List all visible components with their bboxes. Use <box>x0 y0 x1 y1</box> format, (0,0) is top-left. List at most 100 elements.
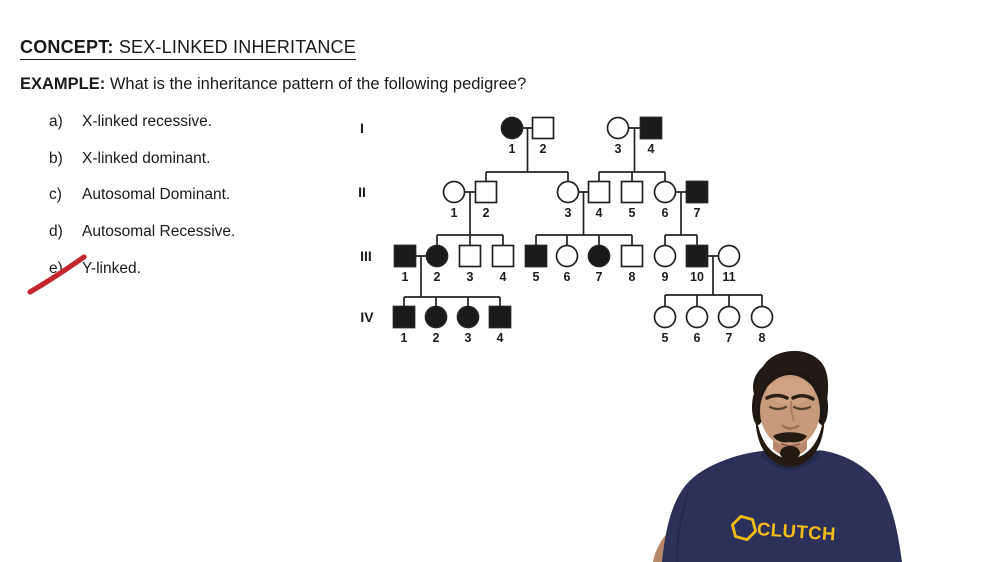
forehead-highlight <box>766 378 814 404</box>
pedigree-individual-II-1 <box>442 180 466 204</box>
option-a: a) X-linked recessive. <box>49 112 212 131</box>
pedigree-individual-I-4 <box>639 116 663 140</box>
red-strike-mark <box>27 254 87 295</box>
pedigree-number-III-10: 10 <box>690 270 704 284</box>
shirt-seam <box>676 492 689 562</box>
pedigree-number-II-7: 7 <box>694 206 701 220</box>
option-e: e) Y-linked. <box>49 259 141 278</box>
pedigree-individual-IV-4 <box>488 305 512 329</box>
pedigree-individual-II-3 <box>556 180 580 204</box>
pedigree-number-IV-2: 2 <box>433 331 440 345</box>
pedigree-number-II-6: 6 <box>662 206 669 220</box>
jaw-beard <box>755 409 825 467</box>
red-strike-stroke <box>27 254 87 295</box>
pedigree-number-III-5: 5 <box>533 270 540 284</box>
pedigree-number-IV-8: 8 <box>759 331 766 345</box>
pedigree-number-I-1: 1 <box>509 142 516 156</box>
instructor-webcam: CLUTCH <box>653 350 902 562</box>
option-c-text: Autosomal Dominant. <box>82 186 231 203</box>
option-e-text: Y-linked. <box>82 260 141 277</box>
option-a-text: X-linked recessive. <box>82 113 213 130</box>
pedigree-individual-IV-3 <box>456 305 480 329</box>
pedigree-individual-IV-7 <box>717 305 741 329</box>
generation-label-IV: IV <box>360 309 374 325</box>
option-d-letter: d) <box>49 223 63 240</box>
mustache <box>773 432 807 443</box>
closed-eye-left <box>768 405 788 411</box>
pedigree-number-III-2: 2 <box>434 270 441 284</box>
instructor-shirt <box>662 450 902 562</box>
pedigree-number-I-3: 3 <box>615 142 622 156</box>
pedigree-individual-II-6 <box>653 180 677 204</box>
pedigree-individual-I-2 <box>531 116 555 140</box>
generation-label-III: III <box>360 248 372 264</box>
concept-label: CONCEPT: <box>20 37 114 57</box>
pedigree-number-II-2: 2 <box>483 206 490 220</box>
pedigree-individual-III-9 <box>653 244 677 268</box>
concept-title: SEX-LINKED INHERITANCE <box>118 37 356 57</box>
pedigree-individual-III-5 <box>524 244 548 268</box>
concept-underline: CONCEPT: SEX-LINKED INHERITANCE <box>20 37 356 60</box>
pedigree-individual-III-8 <box>620 244 644 268</box>
pedigree-individual-II-7 <box>685 180 709 204</box>
option-d: d) Autosomal Recessive. <box>49 222 235 241</box>
pedigree-individual-III-3 <box>458 244 482 268</box>
option-b: b) X-linked dominant. <box>49 149 210 168</box>
clutch-hexagon-icon <box>731 515 757 541</box>
pedigree-individual-III-11 <box>717 244 741 268</box>
option-a-letter: a) <box>49 113 63 130</box>
pedigree-individual-III-10 <box>685 244 709 268</box>
pedigree-individual-III-6 <box>555 244 579 268</box>
example-question: EXAMPLE: What is the inheritance pattern… <box>20 75 526 94</box>
pedigree-individual-I-3 <box>606 116 630 140</box>
example-question-text: What is the inheritance pattern of the f… <box>109 75 527 93</box>
eyebrow-right <box>791 394 815 401</box>
pedigree-individual-III-7 <box>587 244 611 268</box>
pedigree-individual-IV-1 <box>392 305 416 329</box>
pedigree-number-II-5: 5 <box>629 206 636 220</box>
pedigree-individual-III-2 <box>425 244 449 268</box>
pedigree-individual-I-1 <box>500 116 524 140</box>
pedigree-individual-II-5 <box>620 180 644 204</box>
option-c: c) Autosomal Dominant. <box>49 185 230 204</box>
pedigree-number-III-11: 11 <box>722 270 735 284</box>
option-b-text: X-linked dominant. <box>82 150 211 167</box>
pedigree-number-II-3: 3 <box>565 206 572 220</box>
pedigree-number-III-9: 9 <box>662 270 669 284</box>
lips <box>781 443 800 447</box>
pedigree-number-III-3: 3 <box>467 270 474 284</box>
pedigree-number-IV-1: 1 <box>401 331 408 345</box>
pedigree-number-IV-5: 5 <box>662 331 669 345</box>
pedigree-number-III-7: 7 <box>596 270 603 284</box>
instructor-hair-front <box>754 350 829 415</box>
pedigree-individual-IV-6 <box>685 305 709 329</box>
pedigree-number-II-1: 1 <box>451 206 458 220</box>
generation-label-I: I <box>360 120 364 136</box>
pedigree-number-III-1: 1 <box>402 270 409 284</box>
pedigree-number-IV-7: 7 <box>726 331 733 345</box>
pedigree-individual-IV-8 <box>750 305 774 329</box>
pedigree-number-IV-6: 6 <box>694 331 701 345</box>
pedigree-individual-IV-2 <box>424 305 448 329</box>
closed-eye-right <box>792 405 812 411</box>
pedigree-number-I-4: 4 <box>648 142 655 156</box>
pedigree-number-III-6: 6 <box>564 270 571 284</box>
pedigree-individual-II-2 <box>474 180 498 204</box>
eyebrow-left <box>765 393 789 400</box>
pedigree-individual-IV-5 <box>653 305 677 329</box>
option-b-letter: b) <box>49 150 63 167</box>
pedigree-individual-III-1 <box>393 244 417 268</box>
chin-beard <box>780 446 800 460</box>
option-c-letter: c) <box>49 186 62 203</box>
concept-heading: CONCEPT: SEX-LINKED INHERITANCE <box>20 37 356 60</box>
nose-base <box>781 424 800 430</box>
pedigree-individual-III-4 <box>491 244 515 268</box>
pedigree-number-III-4: 4 <box>500 270 507 284</box>
pedigree-number-I-2: 2 <box>540 142 547 156</box>
pedigree-number-II-4: 4 <box>596 206 603 220</box>
generation-label-II: II <box>358 184 366 200</box>
pedigree-individual-II-4 <box>587 180 611 204</box>
